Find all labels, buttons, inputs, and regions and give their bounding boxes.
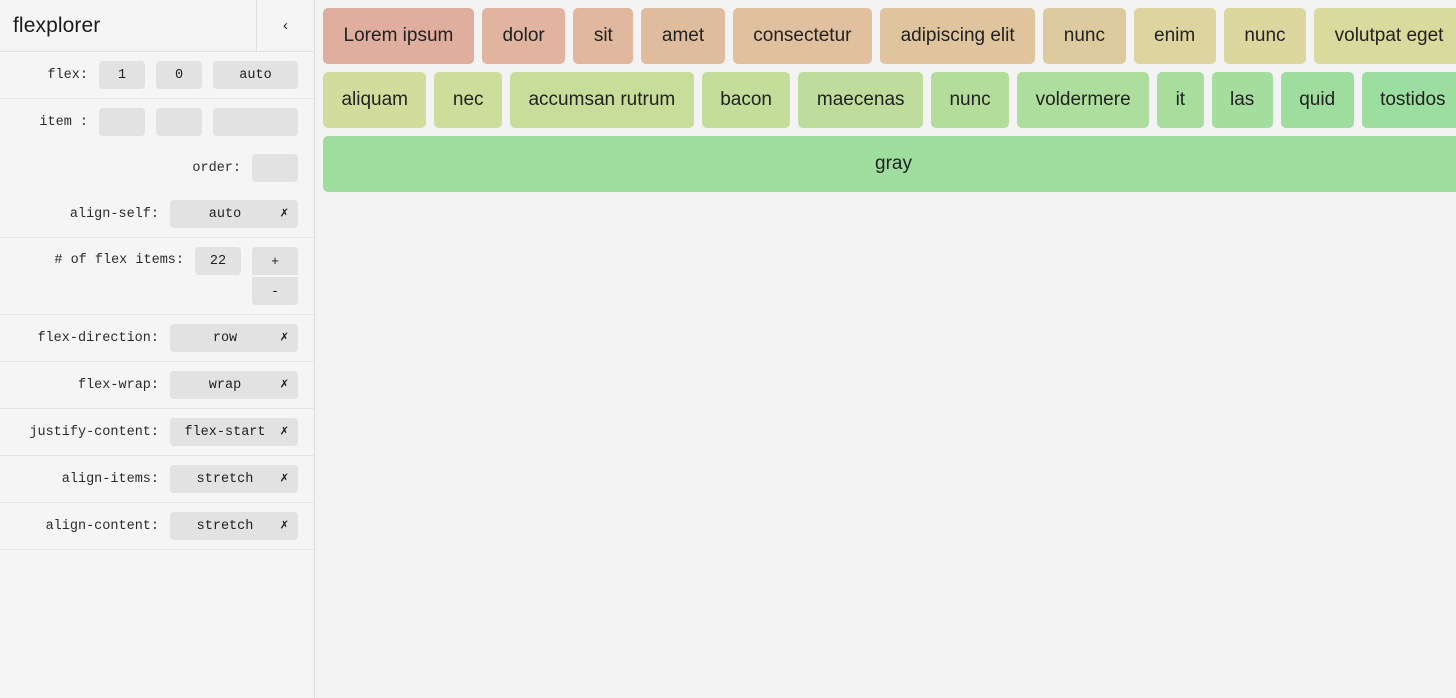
flex-item[interactable]: bacon bbox=[701, 72, 791, 128]
flex-basis-input[interactable] bbox=[213, 61, 298, 89]
item-count-stepper: + - bbox=[252, 247, 298, 305]
flex-direction-select[interactable]: rowrow-reversecolumncolumn-reverse bbox=[170, 324, 298, 352]
flex-item[interactable]: amet bbox=[641, 8, 725, 64]
flex-item[interactable]: nunc bbox=[1223, 8, 1307, 64]
align-content-select[interactable]: flex-startflex-endcenterspace-betweenspa… bbox=[170, 512, 298, 540]
align-items-select-wrap: flex-startflex-endcenterbaselinestretch … bbox=[170, 465, 298, 493]
sidebar-header: flexplorer ‹ bbox=[0, 0, 314, 52]
flex-shorthand-label: flex: bbox=[47, 67, 88, 83]
section-flex-direction: flex-direction: rowrow-reversecolumncolu… bbox=[0, 315, 314, 362]
section-justify-content: justify-content: flex-startflex-endcente… bbox=[0, 409, 314, 456]
flex-item[interactable]: aliquam bbox=[323, 72, 427, 128]
flex-grow-input[interactable] bbox=[99, 61, 145, 89]
flex-item[interactable]: nunc bbox=[1043, 8, 1126, 64]
section-item-count: # of flex items: + - bbox=[0, 238, 314, 315]
order-input[interactable] bbox=[252, 154, 298, 182]
flex-shrink-input[interactable] bbox=[156, 61, 202, 89]
align-content-label: align-content: bbox=[45, 518, 159, 534]
flex-item[interactable]: las bbox=[1211, 72, 1273, 128]
justify-content-select[interactable]: flex-startflex-endcenterspace-betweenspa… bbox=[170, 418, 298, 446]
justify-content-row: justify-content: flex-startflex-endcente… bbox=[0, 409, 314, 455]
flex-wrap-select[interactable]: nowrapwrapwrap-reverse bbox=[170, 371, 298, 399]
chevron-left-icon: ‹ bbox=[283, 17, 288, 34]
flex-item[interactable]: dolor bbox=[481, 8, 566, 64]
section-item: item : order: align-self: autoflex-start… bbox=[0, 99, 314, 238]
section-align-content: align-content: flex-startflex-endcenters… bbox=[0, 503, 314, 550]
align-self-select-wrap: autoflex-startflex-endcenterbaselinestre… bbox=[170, 200, 298, 228]
flex-item[interactable]: nunc bbox=[931, 72, 1010, 128]
flex-item[interactable]: voldermere bbox=[1017, 72, 1150, 128]
flex-item[interactable]: volutpat eget bbox=[1314, 8, 1456, 64]
item-label: item : bbox=[39, 114, 88, 130]
item-field-2[interactable] bbox=[156, 108, 202, 136]
flex-shorthand-row: flex: bbox=[0, 52, 314, 98]
item-count-label: # of flex items: bbox=[54, 253, 184, 268]
align-items-select[interactable]: flex-startflex-endcenterbaselinestretch bbox=[170, 465, 298, 493]
align-self-label: align-self: bbox=[69, 206, 159, 222]
flex-item[interactable]: consectetur bbox=[732, 8, 873, 64]
justify-content-select-wrap: flex-startflex-endcenterspace-betweenspa… bbox=[170, 418, 298, 446]
align-self-select[interactable]: autoflex-startflex-endcenterbaselinestre… bbox=[170, 200, 298, 228]
item-fields-row: item : bbox=[0, 99, 314, 145]
section-align-items: align-items: flex-startflex-endcenterbas… bbox=[0, 456, 314, 503]
section-flex-shorthand: flex: bbox=[0, 52, 314, 99]
flex-wrap-label: flex-wrap: bbox=[77, 377, 159, 393]
flex-item[interactable]: enim bbox=[1133, 8, 1216, 64]
item-field-3[interactable] bbox=[213, 108, 298, 136]
flex-item[interactable]: nec bbox=[434, 72, 503, 128]
item-count-increment-button[interactable]: + bbox=[252, 247, 298, 275]
sidebar: flexplorer ‹ flex: item : order: bbox=[0, 0, 315, 698]
align-content-select-wrap: flex-startflex-endcenterspace-betweenspa… bbox=[170, 512, 298, 540]
item-count-row: # of flex items: + - bbox=[0, 238, 314, 314]
flex-item[interactable]: sit bbox=[573, 8, 634, 64]
align-items-label: align-items: bbox=[61, 471, 159, 487]
item-field-1[interactable] bbox=[99, 108, 145, 136]
flex-item[interactable]: adipiscing elit bbox=[880, 8, 1036, 64]
flex-item[interactable]: accumsan rutrum bbox=[510, 72, 694, 128]
flex-item[interactable]: tostidos bbox=[1361, 72, 1456, 128]
align-content-row: align-content: flex-startflex-endcenters… bbox=[0, 503, 314, 549]
section-flex-wrap: flex-wrap: nowrapwrapwrap-reverse ✗ bbox=[0, 362, 314, 409]
flex-wrap-row: flex-wrap: nowrapwrapwrap-reverse ✗ bbox=[0, 362, 314, 408]
align-self-row: align-self: autoflex-startflex-endcenter… bbox=[0, 191, 314, 237]
item-count-decrement-button[interactable]: - bbox=[252, 277, 298, 305]
flex-item[interactable]: Lorem ipsum bbox=[323, 8, 474, 64]
order-label: order: bbox=[192, 160, 241, 176]
flex-direction-row: flex-direction: rowrow-reversecolumncolu… bbox=[0, 315, 314, 361]
sidebar-collapse-button[interactable]: ‹ bbox=[256, 0, 314, 51]
flex-wrap-select-wrap: nowrapwrapwrap-reverse ✗ bbox=[170, 371, 298, 399]
flex-item[interactable]: gray bbox=[323, 136, 1456, 192]
flex-direction-select-wrap: rowrow-reversecolumncolumn-reverse ✗ bbox=[170, 324, 298, 352]
flex-item[interactable]: quid bbox=[1280, 72, 1354, 128]
flex-item[interactable]: it bbox=[1157, 72, 1204, 128]
page-title: flexplorer bbox=[13, 13, 101, 37]
align-items-row: align-items: flex-startflex-endcenterbas… bbox=[0, 456, 314, 502]
item-count-input[interactable] bbox=[195, 247, 241, 275]
flex-direction-label: flex-direction: bbox=[37, 330, 159, 346]
item-order-row: order: bbox=[0, 145, 314, 191]
flex-item[interactable]: maecenas bbox=[798, 72, 924, 128]
justify-content-label: justify-content: bbox=[29, 424, 159, 440]
